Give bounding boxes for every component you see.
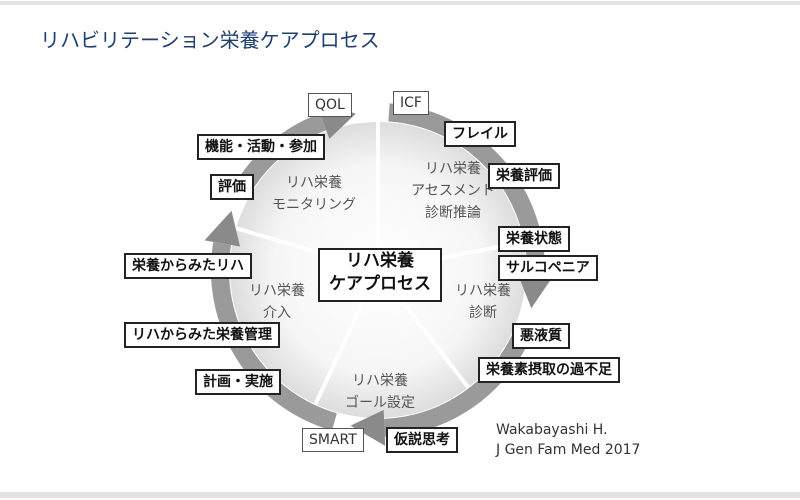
label-cachexia: 悪液質 (512, 323, 570, 349)
segment-assessment-line3: 診断推論 (425, 205, 481, 221)
segment-monitoring-line2: モニタリング (272, 197, 356, 213)
label-icf: ICF (393, 91, 429, 115)
segment-diagnosis: リハ栄養 診断 (438, 280, 528, 324)
segment-assessment-line2: アセスメント (411, 183, 495, 199)
label-nutrition-mgmt: リハからみた栄養管理 (124, 322, 280, 348)
label-smart: SMART (302, 428, 364, 452)
label-evaluation: 評価 (210, 174, 254, 200)
segment-goal: リハ栄養 ゴール設定 (325, 370, 435, 414)
arrow-diagnosis-to-goal-head (350, 409, 386, 446)
segment-diagnosis-line2: 診断 (469, 305, 497, 321)
label-nutrition-eval: 栄養評価 (488, 163, 560, 189)
label-rehab-view: 栄養からみたリハ (124, 253, 252, 279)
label-frailty: フレイル (444, 121, 516, 147)
citation: Wakabayashi H. J Gen Fam Med 2017 (496, 420, 640, 460)
arrow-goal-to-intervention-head (204, 210, 240, 247)
label-sarcopenia: サルコペニア (498, 255, 598, 281)
label-nutrition-status: 栄養状態 (498, 226, 570, 252)
segment-assessment: リハ栄養 アセスメント 診断推論 (398, 158, 508, 224)
center-box: リハ栄養 ケアプロセス (318, 248, 442, 302)
arrow-diagnosis-to-goal-shaft (383, 325, 533, 437)
center-line2: ケアプロセス (329, 274, 431, 294)
page-title: リハビリテーション栄養ケアプロセス (40, 28, 380, 52)
citation-journal: J Gen Fam Med 2017 (496, 442, 641, 458)
label-function: 機能・活動・参加 (197, 134, 325, 160)
center-line1: リハ栄養 (346, 251, 414, 271)
citation-author: Wakabayashi H. (496, 422, 608, 438)
segment-goal-line1: リハ栄養 (352, 373, 408, 389)
label-plan: 計画・実施 (195, 369, 281, 395)
segment-diagnosis-line1: リハ栄養 (455, 283, 511, 299)
arrow-assessment-to-diagnosis-head (517, 274, 554, 309)
label-hypothesis: 仮説思考 (386, 427, 458, 453)
segment-assessment-line1: リハ栄養 (425, 161, 481, 177)
segment-intervention: リハ栄養 介入 (232, 280, 322, 324)
segment-intervention-line2: 介入 (263, 305, 291, 321)
label-qol: QOL (308, 93, 352, 117)
segment-goal-line2: ゴール設定 (345, 395, 415, 411)
segment-monitoring: リハ栄養 モニタリング (258, 172, 370, 216)
segment-intervention-line1: リハ栄養 (249, 283, 305, 299)
segment-monitoring-line1: リハ栄養 (286, 175, 342, 191)
label-intake: 栄養素摂取の過不足 (478, 357, 620, 383)
